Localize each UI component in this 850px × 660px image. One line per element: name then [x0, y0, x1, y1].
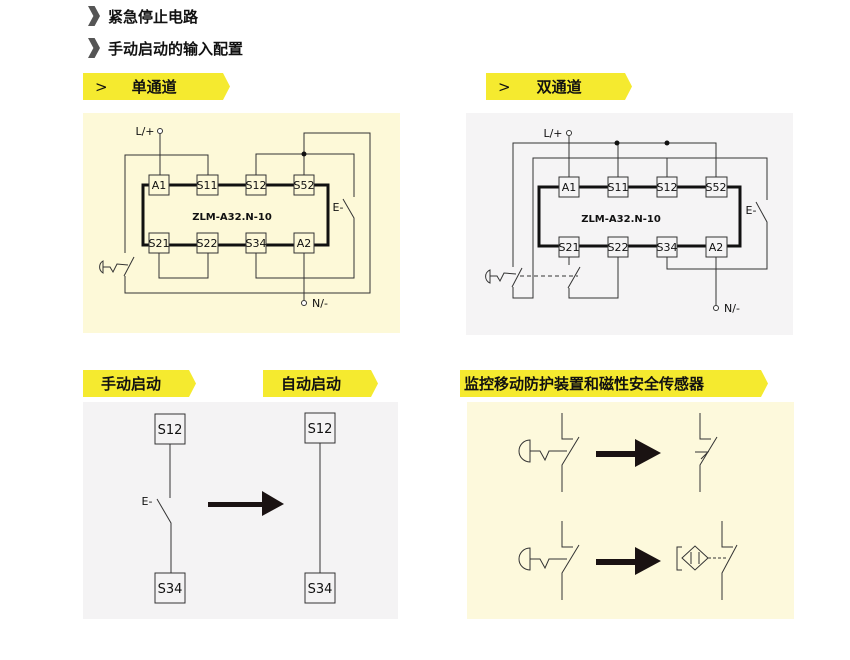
terminal-label: A2 [297, 237, 312, 250]
terminal-label: S34 [158, 582, 183, 597]
terminal-label: S22 [608, 241, 629, 254]
magnetic-sensor-icon [681, 545, 709, 571]
e-stop-head-icon [485, 269, 491, 284]
terminal-label: A1 [562, 181, 577, 194]
chevron-right-icon: > [95, 77, 108, 96]
heading-emergency-stop: 紧急停止电路 [88, 5, 198, 27]
terminal-label: S34 [657, 241, 678, 254]
arrow-icon [596, 439, 661, 467]
arrow-icon [596, 547, 661, 575]
sensor-bracket [676, 546, 682, 571]
dual-terminals: A1 S11 S12 S52 S21 S22 S34 A2 ZLM-A32.N-… [543, 127, 756, 315]
relay-bus [141, 183, 330, 247]
panel-sensors [467, 402, 794, 619]
terminal-label: S52 [294, 179, 315, 192]
chevron-icon [88, 6, 100, 26]
terminal-label: S11 [608, 181, 629, 194]
single-channel-diagram [99, 132, 371, 300]
arrow-icon [208, 491, 284, 516]
tag-label: 单通道 [131, 78, 177, 96]
tag-label: 双通道 [536, 78, 582, 96]
heading-manual-start: 手动启动的输入配置 [88, 37, 243, 59]
terminal-label: S52 [706, 181, 727, 194]
terminal-label: S12 [246, 179, 267, 192]
panel-single-channel [83, 113, 400, 333]
junction-dot [664, 140, 670, 146]
model-label: ZLM-A32.N-10 [581, 214, 661, 225]
tag-manual-start: 手动启动 [83, 370, 196, 397]
terminal-label: S12 [657, 181, 678, 194]
terminal-label: S21 [149, 237, 170, 250]
panel-start-modes [83, 402, 398, 619]
heading-text: 紧急停止电路 [108, 7, 199, 26]
switch-label: E- [142, 495, 153, 508]
supply-neg-label: N/- [724, 302, 740, 315]
supply-neg-label: N/- [312, 297, 328, 310]
sensor-row-1 [518, 413, 718, 492]
terminal-label: S11 [197, 179, 218, 192]
tag-label: 监控移动防护装置和磁性安全传感器 [464, 375, 705, 393]
tag-dual-channel: > 双通道 [486, 73, 632, 100]
junction-dot [614, 140, 620, 146]
chevron-icon [88, 38, 100, 58]
tag-single-channel: > 单通道 [83, 73, 230, 100]
e-stop-head-icon [99, 260, 104, 274]
tag-auto-start: 自动启动 [263, 370, 378, 397]
terminal-label: S21 [559, 241, 580, 254]
start-terminals: S12 S34 S12 S34 E- [142, 412, 336, 604]
terminal-label: S22 [197, 237, 218, 250]
tag-label: 手动启动 [101, 375, 162, 393]
relay-bus [537, 185, 742, 248]
supply-pos-label: L/+ [543, 127, 562, 140]
junction-dot [301, 151, 307, 157]
switch-label: E- [746, 204, 757, 217]
heading-text: 手动启动的输入配置 [108, 39, 244, 58]
terminal-label: S12 [158, 423, 183, 438]
supply-pos-label: L/+ [135, 125, 154, 138]
model-label: ZLM-A32.N-10 [192, 212, 272, 223]
switch-label: E- [333, 201, 344, 214]
terminal-label: S12 [308, 422, 333, 437]
tag-label: 自动启动 [281, 375, 342, 393]
terminal-label: A2 [709, 241, 724, 254]
terminal-label: S34 [246, 237, 267, 250]
terminal-label: A1 [152, 179, 167, 192]
chevron-right-icon: > [498, 77, 511, 96]
terminal-label: S34 [308, 582, 333, 597]
tag-sensors: 监控移动防护装置和磁性安全传感器 [460, 370, 768, 397]
sensor-row-2 [518, 521, 738, 600]
single-terminals: A1 S11 S12 S52 S21 S22 S34 A2 ZLM-A32.N-… [135, 125, 343, 310]
